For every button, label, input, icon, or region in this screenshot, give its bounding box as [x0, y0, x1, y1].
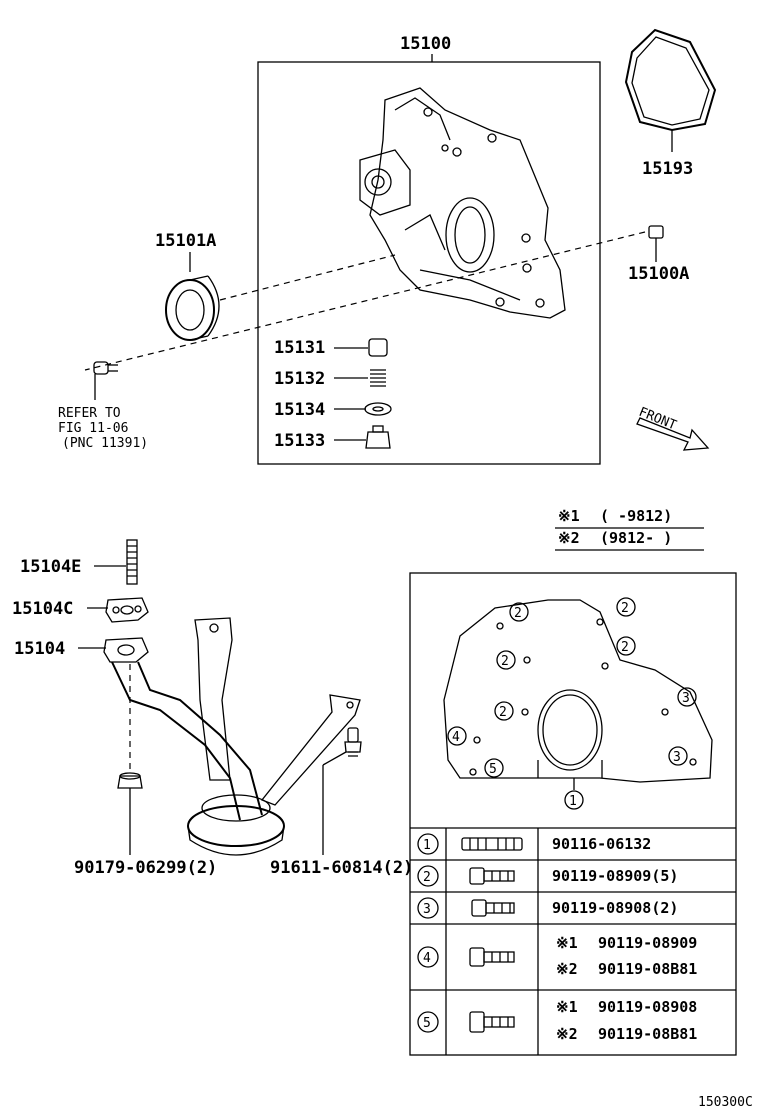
svg-text:1: 1 [569, 794, 577, 809]
table-row: 2 90119-08909(5) [417, 865, 678, 887]
refer-line-1: REFER TO [58, 406, 121, 421]
position-marker: 3 [668, 746, 688, 766]
svg-text:4: 4 [423, 951, 431, 966]
label-15104[interactable]: 15104 [14, 639, 65, 659]
part-number[interactable]: 90119-08B81 [598, 960, 697, 978]
front-label: FRONT [637, 405, 679, 434]
variant-mark: ※2 [556, 960, 578, 978]
svg-text:2: 2 [423, 870, 431, 885]
flange-bolt-icon [469, 867, 515, 885]
svg-text:3: 3 [673, 750, 681, 765]
refer-line-3: (PNC 11391) [62, 436, 148, 451]
position-marker: 2 [496, 650, 516, 670]
label-15100A[interactable]: 15100A [628, 264, 689, 284]
oil-pump-body-drawing [359, 87, 566, 319]
stud-bolt-icon [461, 837, 523, 851]
label-15104E[interactable]: 15104E [20, 557, 81, 577]
svg-text:3: 3 [423, 902, 431, 917]
legend-mark-1: ※1 [558, 507, 580, 525]
washer-drawing [364, 402, 392, 416]
svg-text:3: 3 [682, 691, 690, 706]
svg-text:2: 2 [514, 606, 522, 621]
svg-text:1: 1 [423, 838, 431, 853]
oil-strainer-drawing [103, 617, 361, 856]
position-marker: 2 [616, 597, 636, 617]
position-marker: 4 [447, 726, 467, 746]
svg-text:4: 4 [452, 730, 460, 745]
gasket-drawing [624, 28, 717, 132]
position-marker: 5 [484, 758, 504, 778]
part-number[interactable]: 90119-08909(5) [552, 867, 678, 885]
svg-text:2: 2 [621, 640, 629, 655]
bolt-chart-frame [409, 572, 737, 1056]
part-number[interactable]: 90119-08908 [598, 998, 697, 1016]
label-15133[interactable]: 15133 [274, 431, 325, 451]
variant-mark: ※1 [556, 934, 578, 952]
strainer-bolt-drawing [344, 727, 362, 757]
assembly-box [257, 61, 601, 465]
bolt-table-grid [410, 827, 736, 1055]
legend-range-2: (9812- ) [600, 529, 672, 547]
label-15100[interactable]: 15100 [400, 34, 451, 54]
nut-drawing [117, 772, 143, 789]
strainer-gasket-drawing [105, 597, 149, 623]
table-row: 3 90119-08908(2) [417, 897, 678, 919]
label-15101A[interactable]: 15101A [155, 231, 216, 251]
svg-text:5: 5 [489, 762, 497, 777]
label-15134[interactable]: 15134 [274, 400, 325, 420]
stud-drawing [126, 539, 138, 585]
relief-valve-drawing [368, 338, 388, 357]
svg-text:2: 2 [499, 705, 507, 720]
position-marker: 1 [564, 790, 584, 810]
part-number[interactable]: 90116-06132 [552, 835, 651, 853]
part-number[interactable]: 90119-08B81 [598, 1025, 697, 1043]
plug-drawing [365, 425, 391, 449]
svg-text:5: 5 [423, 1016, 431, 1031]
label-90179[interactable]: 90179-06299(2) [74, 858, 217, 878]
variant-mark: ※1 [556, 998, 578, 1016]
legend-mark-2: ※2 [558, 529, 580, 547]
table-row: 1 90116-06132 [417, 833, 651, 855]
table-row: 5 ※1 90119-08908 ※2 90119-08B81 [417, 998, 697, 1043]
oil-seal-drawing [165, 275, 220, 341]
position-marker: 2 [616, 636, 636, 656]
spring-drawing [370, 369, 386, 387]
part-number[interactable]: 90119-08909 [598, 934, 697, 952]
flange-bolt-icon [471, 899, 515, 917]
variant-mark: ※2 [556, 1025, 578, 1043]
label-15104C[interactable]: 15104C [12, 599, 73, 619]
svg-text:2: 2 [621, 601, 629, 616]
pin-drawing [648, 225, 664, 239]
svg-text:2: 2 [501, 654, 509, 669]
part-number[interactable]: 90119-08908(2) [552, 899, 678, 917]
label-15131[interactable]: 15131 [274, 338, 325, 358]
position-marker: 3 [677, 687, 697, 707]
front-arrow-icon [636, 417, 710, 451]
label-15132[interactable]: 15132 [274, 369, 325, 389]
position-marker: 2 [494, 701, 514, 721]
legend-range-1: ( -9812) [600, 507, 672, 525]
position-marker: 2 [509, 602, 529, 622]
bolt-drawing [93, 361, 118, 375]
diagram-code: 150300C [698, 1095, 753, 1110]
flange-bolt-icon [469, 947, 515, 967]
pump-outline-drawing [443, 599, 713, 783]
refer-line-2: FIG 11-06 [58, 421, 128, 436]
label-91611[interactable]: 91611-60814(2) [270, 858, 413, 878]
label-15193[interactable]: 15193 [642, 159, 693, 179]
table-row: 4 ※1 90119-08909 ※2 90119-08B81 [417, 934, 697, 978]
flange-bolt-icon [469, 1011, 515, 1033]
